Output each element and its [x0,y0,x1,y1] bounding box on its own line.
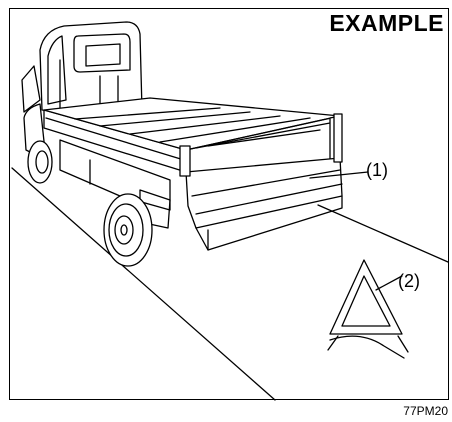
road-lines [11,167,449,401]
callout-2-label: (2) [398,271,420,291]
warning-triangle [327,259,409,359]
figure-frame [9,8,449,400]
rear-wheel [103,193,153,267]
truck-cab [21,21,143,161]
callout-1-label: (1) [366,160,388,180]
front-wheel [27,140,53,184]
cargo-bed [43,97,343,251]
figure-title: EXAMPLE [329,10,444,36]
leader-line-2 [375,275,403,291]
figure-code: 77PM20 [403,404,448,418]
leader-line-1 [309,171,369,179]
